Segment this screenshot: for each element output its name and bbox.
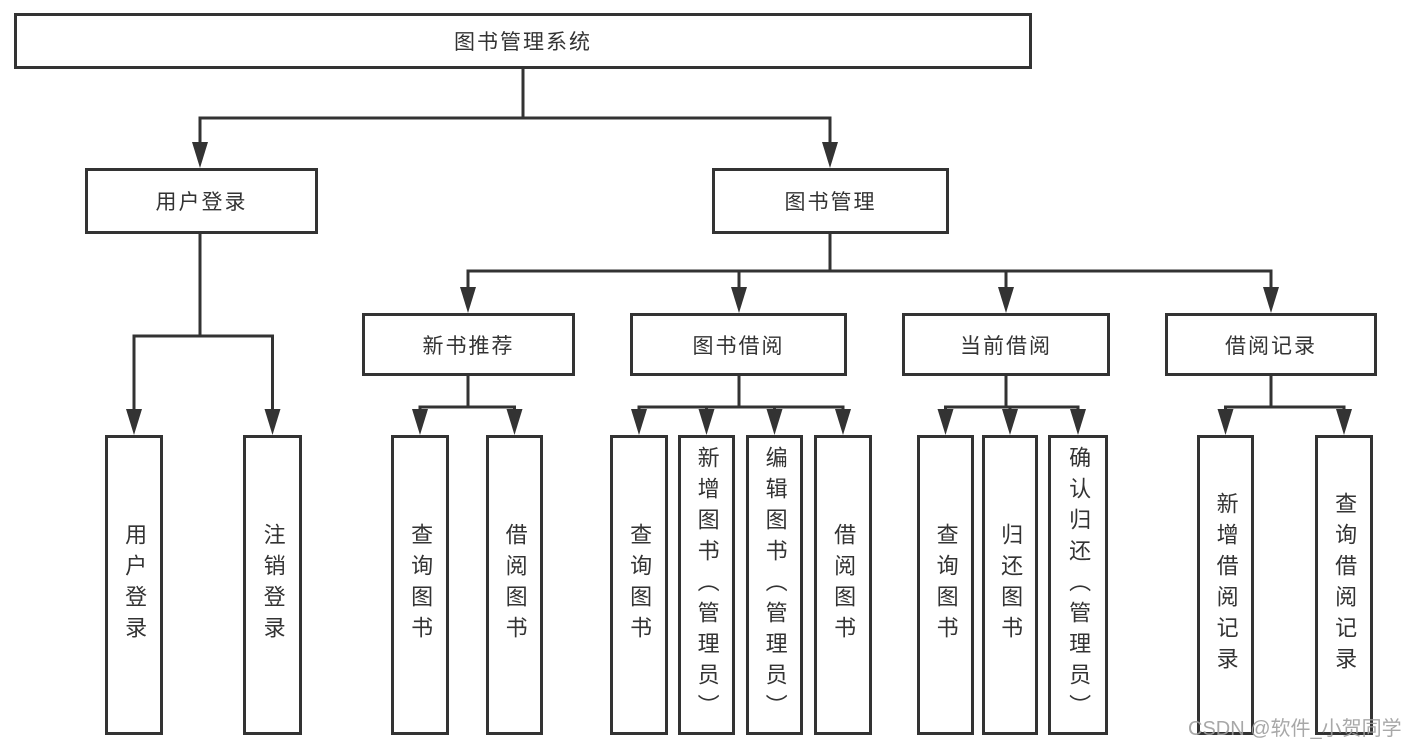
node-root-system: 图书管理系统 bbox=[14, 13, 1032, 69]
leaf-borrow-books-label: 借阅图书 bbox=[831, 523, 857, 647]
leaf-logout-label: 注销登录 bbox=[260, 523, 286, 647]
leaf-query-books-recommend: 查询图书 bbox=[391, 435, 449, 735]
leaf-query-borrow-record-label: 查询借阅记录 bbox=[1332, 492, 1358, 678]
leaf-borrow-books-recommend-label: 借阅图书 bbox=[502, 523, 528, 647]
node-new-book-recommend-label: 新书推荐 bbox=[422, 334, 515, 358]
leaf-borrow-books-recommend: 借阅图书 bbox=[486, 435, 543, 735]
node-current-borrow-label: 当前借阅 bbox=[960, 334, 1052, 358]
node-book-management: 图书管理 bbox=[712, 168, 949, 234]
node-book-management-label: 图书管理 bbox=[784, 191, 877, 214]
node-user-login: 用户登录 bbox=[85, 168, 318, 234]
leaf-confirm-return-admin-label: 确认归还（管理员） bbox=[1066, 445, 1092, 725]
leaf-query-books-current: 查询图书 bbox=[917, 435, 974, 735]
leaf-edit-books-admin: 编辑图书（管理员） bbox=[746, 435, 803, 735]
leaf-edit-books-admin-label: 编辑图书（管理员） bbox=[762, 445, 788, 725]
leaf-query-books-current-label: 查询图书 bbox=[933, 523, 959, 647]
leaf-return-books-label: 归还图书 bbox=[998, 523, 1024, 647]
node-root-label: 图书管理系统 bbox=[454, 31, 592, 54]
leaf-borrow-books: 借阅图书 bbox=[814, 435, 872, 735]
leaf-query-borrow-record: 查询借阅记录 bbox=[1315, 435, 1373, 735]
leaf-add-borrow-record-label: 新增借阅记录 bbox=[1213, 492, 1239, 678]
leaf-confirm-return-admin: 确认归还（管理员） bbox=[1048, 435, 1108, 735]
node-user-login-label: 用户登录 bbox=[155, 191, 248, 214]
arrowheads bbox=[126, 142, 1352, 435]
leaf-user-login-label: 用户登录 bbox=[122, 523, 148, 647]
leaf-return-books: 归还图书 bbox=[982, 435, 1038, 735]
node-borrow-records: 借阅记录 bbox=[1165, 313, 1377, 376]
node-borrow-records-label: 借阅记录 bbox=[1225, 334, 1317, 358]
leaf-add-books-admin-label: 新增图书（管理员） bbox=[694, 445, 720, 725]
leaf-logout: 注销登录 bbox=[243, 435, 302, 735]
node-book-borrow-label: 图书借阅 bbox=[692, 334, 785, 358]
node-new-book-recommend: 新书推荐 bbox=[362, 313, 575, 376]
node-current-borrow: 当前借阅 bbox=[902, 313, 1110, 376]
csdn-watermark: CSDN @软件_小贺同学 bbox=[1188, 718, 1402, 740]
leaf-query-books-recommend-label: 查询图书 bbox=[408, 523, 434, 647]
node-book-borrow: 图书借阅 bbox=[630, 313, 847, 376]
leaf-query-books-borrow-label: 查询图书 bbox=[627, 523, 653, 647]
leaf-add-books-admin: 新增图书（管理员） bbox=[678, 435, 735, 735]
leaf-query-books-borrow: 查询图书 bbox=[610, 435, 668, 735]
leaf-add-borrow-record: 新增借阅记录 bbox=[1197, 435, 1254, 735]
leaf-user-login: 用户登录 bbox=[105, 435, 163, 735]
